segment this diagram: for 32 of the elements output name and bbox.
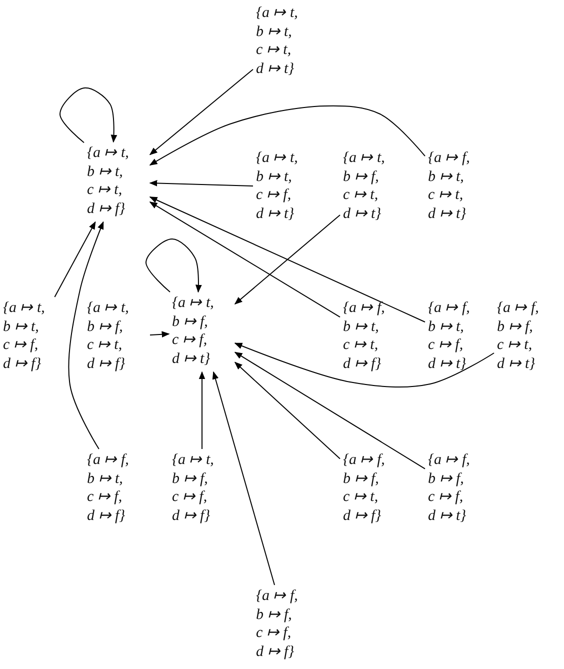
arrow xyxy=(234,352,426,470)
truth-assignment: {a ↦ f, b ↦ t, c ↦ f, d ↦ t} xyxy=(428,299,471,373)
arrow xyxy=(149,180,254,187)
truth-assignment: {a ↦ f, b ↦ f, c ↦ t, d ↦ t} xyxy=(497,299,540,373)
arrow xyxy=(54,221,96,298)
truth-assignment: {a ↦ f, b ↦ f, c ↦ f, d ↦ t} xyxy=(428,451,471,525)
truth-assignment: {a ↦ f, b ↦ t, c ↦ t, d ↦ t} xyxy=(428,149,471,223)
arrow xyxy=(150,331,170,338)
arrow xyxy=(234,362,340,460)
arrow xyxy=(149,68,254,156)
truth-assignment: {a ↦ t, b ↦ t, c ↦ f, d ↦ t} xyxy=(256,149,299,223)
truth-assignment: {a ↦ t, b ↦ f, c ↦ t, d ↦ t} xyxy=(343,149,386,223)
arrow xyxy=(212,371,276,586)
truth-assignment: {a ↦ f, b ↦ t, c ↦ f, d ↦ f} xyxy=(87,451,130,525)
arrow xyxy=(149,196,426,322)
curved-arrow xyxy=(68,221,104,450)
truth-assignment: {a ↦ f, b ↦ f, c ↦ f, d ↦ f} xyxy=(256,587,299,661)
truth-assignment: {a ↦ t, b ↦ f, c ↦ t, d ↦ f} xyxy=(87,299,130,373)
arrow xyxy=(149,201,340,318)
truth-assignment: {a ↦ t, b ↦ t, c ↦ t, d ↦ f} xyxy=(87,144,130,218)
arrow xyxy=(198,371,206,450)
truth-assignment: {a ↦ t, b ↦ f, c ↦ f, d ↦ f} xyxy=(172,451,215,525)
truth-assignment: {a ↦ t, b ↦ t, c ↦ f, d ↦ f} xyxy=(3,299,46,373)
arrow xyxy=(234,214,340,305)
loop-arrow xyxy=(60,87,118,144)
curved-arrow xyxy=(234,342,494,388)
truth-assignment: {a ↦ f, b ↦ f, c ↦ t, d ↦ f} xyxy=(343,451,386,525)
truth-assignment: {a ↦ f, b ↦ t, c ↦ t, d ↦ f} xyxy=(343,299,386,373)
truth-assignment: {a ↦ t, b ↦ f, c ↦ f, d ↦ t} xyxy=(172,294,215,368)
truth-assignment: {a ↦ t, b ↦ t, c ↦ t, d ↦ t} xyxy=(256,4,299,78)
curved-arrow xyxy=(149,105,426,166)
loop-arrow xyxy=(146,238,202,293)
